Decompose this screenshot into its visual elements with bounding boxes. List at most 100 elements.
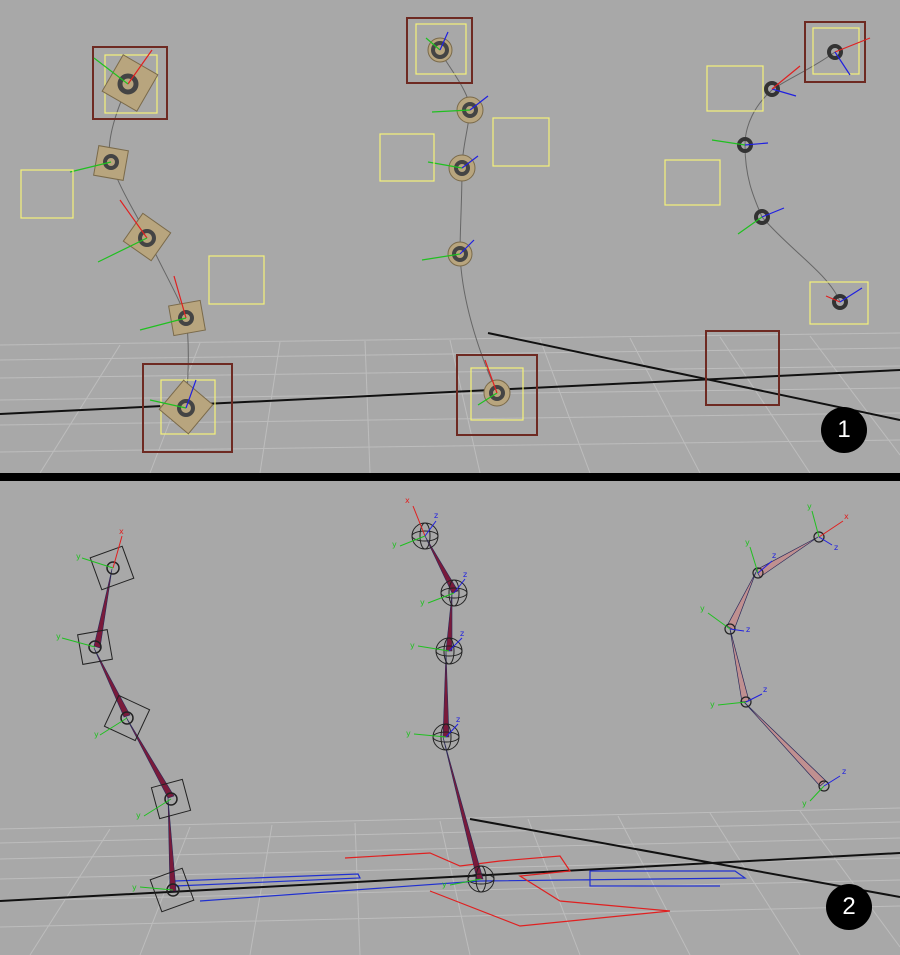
joint-icon[interactable]: [740, 696, 752, 708]
joint-icon[interactable]: [813, 531, 825, 543]
axis-label-y: y: [710, 700, 715, 709]
axis-label-x: x: [405, 496, 410, 505]
axis-label-y: y: [406, 729, 411, 738]
axis-label-x: x: [844, 512, 849, 521]
chain-left-skeleton[interactable]: x y y y y y: [56, 527, 195, 913]
control-cube-icon[interactable]: [89, 545, 135, 591]
torus-joint-icon[interactable]: [177, 399, 195, 417]
selection-box[interactable]: [406, 17, 473, 84]
torus-joint-icon[interactable]: [754, 209, 770, 225]
axis-label-y: y: [745, 538, 750, 547]
axis-label-y: y: [76, 552, 81, 561]
torus-joint-icon[interactable]: [832, 294, 848, 310]
joint-plate: [168, 299, 206, 337]
panel-divider: [0, 473, 900, 481]
joint-icon[interactable]: [120, 711, 134, 725]
viewport-1[interactable]: 1: [0, 0, 900, 473]
viewport-2-scene[interactable]: x y y y y y: [0, 481, 900, 955]
axis-label-z: z: [456, 715, 460, 724]
selection-box[interactable]: [142, 363, 233, 453]
torus-joint-icon[interactable]: [117, 73, 139, 95]
axis-label-y: y: [802, 799, 807, 808]
axis-label-y: y: [56, 632, 61, 641]
torus-joint-icon[interactable]: [431, 41, 449, 59]
viewport-1-scene[interactable]: [0, 0, 900, 473]
axis-label-y: y: [807, 502, 812, 511]
joint-icon[interactable]: [106, 561, 120, 575]
axis-label-z: z: [463, 570, 467, 579]
control-cube-icon[interactable]: [492, 117, 550, 167]
selection-box[interactable]: [92, 46, 168, 120]
chain-left[interactable]: [20, 46, 265, 453]
joint-plate: [101, 54, 159, 112]
selection-box[interactable]: [804, 21, 866, 83]
ground-grid: [0, 807, 900, 955]
control-cube-icon[interactable]: [664, 159, 721, 206]
chain-middle[interactable]: [379, 17, 550, 436]
locator-icon[interactable]: [411, 522, 439, 550]
axis-label-z: z: [763, 685, 767, 694]
control-cube-icon[interactable]: [208, 255, 265, 305]
axis-label-y: y: [420, 598, 425, 607]
axis-label-z: z: [460, 629, 464, 638]
control-cube-icon[interactable]: [104, 54, 158, 114]
axis-label-y: y: [136, 811, 141, 820]
torus-joint-icon[interactable]: [138, 229, 156, 247]
viewport-2[interactable]: x y y y y y: [0, 481, 900, 955]
joint-icon[interactable]: [818, 780, 830, 792]
locator-icon[interactable]: [440, 579, 468, 607]
joint-icon[interactable]: [166, 883, 180, 897]
bone-icon: [93, 647, 131, 718]
control-cube-icon[interactable]: [77, 629, 113, 665]
control-cube-icon[interactable]: [20, 169, 74, 219]
control-cube-icon[interactable]: [812, 27, 860, 75]
axis-label-z: z: [434, 511, 438, 520]
torus-joint-icon[interactable]: [103, 154, 119, 170]
chain-right[interactable]: [664, 21, 871, 406]
axis-label-y: y: [392, 540, 397, 549]
torus-joint-icon[interactable]: [489, 385, 505, 401]
bone-icon: [743, 701, 827, 787]
selection-box[interactable]: [705, 330, 780, 406]
axis-label-y: y: [700, 604, 705, 613]
locator-icon[interactable]: [435, 637, 463, 665]
control-cube-icon[interactable]: [149, 867, 195, 913]
chain-middle-skeleton[interactable]: x y z y z y z y z: [392, 496, 495, 893]
control-cube-icon[interactable]: [415, 23, 467, 75]
joint-icon[interactable]: [724, 623, 736, 635]
joint-icon[interactable]: [164, 792, 178, 806]
joint-icon[interactable]: [88, 640, 102, 654]
axis-label-y: y: [442, 880, 447, 889]
ground-grid: [0, 332, 900, 473]
world-axis-lines: [0, 332, 900, 421]
torus-joint-icon[interactable]: [764, 81, 780, 97]
axis-label-y: y: [94, 730, 99, 739]
axis-label-y: y: [132, 883, 137, 892]
locator-icon[interactable]: [467, 865, 495, 893]
control-cube-icon[interactable]: [103, 694, 151, 742]
bone-icon: [755, 536, 819, 578]
axis-label-x: x: [119, 527, 124, 536]
chain-right-skeleton[interactable]: x y z y z y z y z y z: [700, 502, 849, 808]
selection-box[interactable]: [456, 354, 538, 436]
bone-icon: [726, 571, 757, 631]
world-axis-lines: [0, 818, 900, 902]
axis-label-z: z: [746, 625, 750, 634]
axis-label-z: z: [772, 551, 776, 560]
torus-joint-icon[interactable]: [452, 246, 468, 262]
bone-icon: [445, 592, 453, 652]
torus-joint-icon[interactable]: [178, 310, 194, 326]
nurbs-curves: [174, 852, 747, 927]
torus-joint-icon[interactable]: [827, 44, 843, 60]
joint-icon[interactable]: [752, 567, 764, 579]
step-badge-2: 2: [826, 884, 872, 930]
control-cube-icon[interactable]: [809, 281, 869, 325]
bone-icon: [93, 568, 113, 649]
bone-icon: [125, 716, 175, 799]
control-cube-icon[interactable]: [150, 778, 192, 820]
torus-joint-icon[interactable]: [454, 160, 470, 176]
control-cube-icon[interactable]: [706, 65, 764, 112]
control-cube-icon[interactable]: [470, 367, 524, 421]
step-badge-1: 1: [821, 407, 867, 453]
control-cube-icon[interactable]: [379, 133, 435, 182]
